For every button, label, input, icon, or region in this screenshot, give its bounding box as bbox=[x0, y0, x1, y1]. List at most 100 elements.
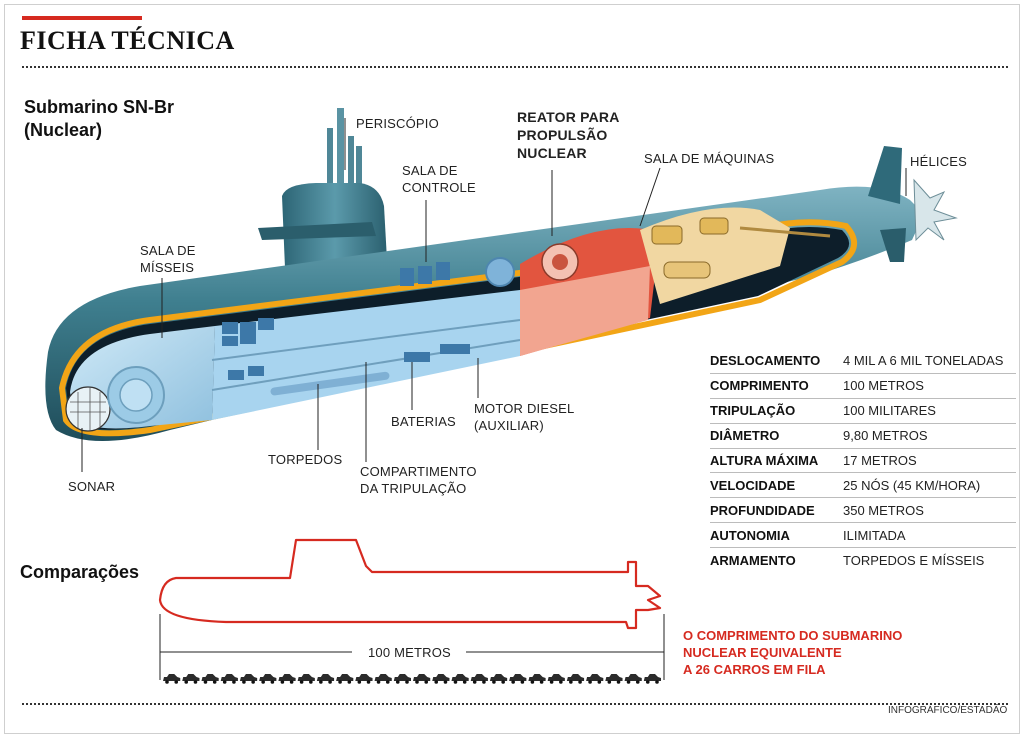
car-icon bbox=[374, 674, 392, 681]
car-wheel bbox=[539, 680, 544, 684]
submarine-title-line2: (Nuclear) bbox=[24, 120, 103, 140]
tail-fin-top bbox=[868, 146, 902, 204]
car-icon bbox=[489, 674, 508, 681]
spec-key: ALTURA MÁXIMA bbox=[710, 453, 819, 468]
spec-key: VELOCIDADE bbox=[710, 477, 796, 493]
car-wheel bbox=[280, 680, 285, 684]
spec-key: PROFUNDIDADE bbox=[710, 502, 815, 518]
car-wheel bbox=[376, 680, 381, 684]
car-wheel bbox=[453, 680, 458, 684]
car-wheel bbox=[203, 680, 208, 684]
car-wheel bbox=[405, 680, 409, 684]
label-reator: REATOR PARA PROPULSÃO NUCLEAR bbox=[517, 108, 620, 162]
car-wheel bbox=[443, 680, 448, 684]
label-baterias: BATERIAS bbox=[391, 414, 456, 429]
car-wheel bbox=[645, 680, 650, 684]
car-icon bbox=[509, 674, 527, 681]
car-wheel bbox=[309, 680, 313, 684]
car-wheel bbox=[549, 680, 554, 684]
car-wheel bbox=[251, 680, 255, 684]
car-wheel bbox=[501, 680, 505, 684]
comparison-title: Comparações bbox=[20, 562, 140, 582]
car-wheel bbox=[193, 680, 198, 684]
car-wheel bbox=[328, 680, 332, 684]
car-icon bbox=[624, 674, 642, 681]
spec-value: 17 METROS bbox=[843, 453, 917, 468]
car-icon bbox=[316, 674, 335, 681]
spec-key: DESLOCAMENTO bbox=[710, 353, 821, 369]
spec-key: TRIPULAÇÃO bbox=[710, 403, 796, 419]
car-icon bbox=[239, 674, 258, 681]
submarine-title: Submarino SN-Br (Nuclear) bbox=[24, 96, 174, 142]
car-icon bbox=[182, 674, 200, 681]
credit: INFOGRÁFICO/ESTADÃO bbox=[888, 705, 1008, 716]
propeller bbox=[913, 178, 958, 242]
spec-value: ILIMITADA bbox=[843, 527, 906, 543]
car-wheel bbox=[424, 680, 429, 684]
label-compartimento-line2: DA TRIPULAÇÃO bbox=[360, 481, 467, 496]
comparison-note-line3: A 26 CARROS EM FILA bbox=[683, 662, 826, 677]
car-row bbox=[163, 674, 661, 684]
car-icon bbox=[413, 674, 431, 681]
spec-key: AUTONOMIA bbox=[710, 527, 790, 543]
car-wheel bbox=[626, 680, 631, 684]
label-reator-line1: REATOR PARA bbox=[517, 109, 620, 125]
page-title: FICHA TÉCNICA bbox=[20, 26, 235, 55]
comparison-note-line1: O COMPRIMENTO DO SUBMARINO bbox=[683, 628, 903, 643]
car-icon bbox=[586, 674, 604, 681]
submarine-title-line1: Submarino SN-Br bbox=[24, 97, 175, 117]
car-wheel bbox=[242, 680, 246, 684]
car-wheel bbox=[222, 680, 227, 684]
car-wheel bbox=[530, 680, 535, 684]
spec-row: VELOCIDADE 25 NÓS (45 KM/HORA) bbox=[710, 473, 1016, 499]
car-wheel bbox=[482, 680, 486, 684]
spec-value: TORPEDOS E MÍSSEIS bbox=[843, 553, 985, 569]
car-wheel bbox=[492, 680, 496, 684]
car-wheel bbox=[462, 680, 467, 684]
car-wheel bbox=[357, 680, 362, 684]
car-wheel bbox=[347, 680, 352, 684]
spec-row: PROFUNDIDADE 350 METROS bbox=[710, 498, 1016, 524]
periscope-masts bbox=[327, 108, 362, 188]
car-wheel bbox=[511, 680, 515, 684]
spec-value: 350 METROS bbox=[843, 502, 924, 518]
car-wheel bbox=[597, 680, 602, 684]
car-icon bbox=[278, 674, 296, 681]
car-icon bbox=[451, 674, 469, 681]
car-wheel bbox=[415, 680, 419, 684]
car-wheel bbox=[635, 680, 640, 684]
car-wheel bbox=[569, 680, 573, 684]
car-icon bbox=[643, 674, 661, 681]
car-icon bbox=[528, 674, 546, 681]
spec-value: 25 NÓS (45 KM/HORA) bbox=[843, 477, 981, 493]
car-wheel bbox=[472, 680, 477, 684]
car-wheel bbox=[338, 680, 342, 684]
comparison-note: O COMPRIMENTO DO SUBMARINO NUCLEAR EQUIV… bbox=[683, 627, 902, 678]
label-sala-controle-line1: SALA DE bbox=[402, 163, 458, 178]
car-wheel bbox=[616, 680, 621, 684]
label-compartimento: COMPARTIMENTO DA TRIPULAÇÃO bbox=[360, 463, 477, 497]
bottom-dotted-divider bbox=[22, 703, 1008, 705]
label-sala-misseis-line2: MÍSSEIS bbox=[140, 260, 195, 275]
label-sala-misseis-line1: SALA DE bbox=[140, 243, 196, 258]
length-label: 100 METROS bbox=[368, 645, 451, 660]
label-periscopio: PERISCÓPIO bbox=[356, 116, 439, 131]
top-dotted-divider bbox=[22, 66, 1008, 68]
car-wheel bbox=[261, 680, 265, 684]
comparison-note-line2: NUCLEAR EQUIVALENTE bbox=[683, 645, 842, 660]
submarine-outline bbox=[158, 538, 662, 630]
car-icon bbox=[605, 674, 623, 681]
car-icon bbox=[297, 674, 315, 681]
label-sala-misseis: SALA DE MÍSSEIS bbox=[140, 242, 196, 276]
spec-value: 100 METROS bbox=[843, 378, 924, 394]
car-wheel bbox=[434, 680, 439, 684]
car-wheel bbox=[299, 680, 304, 684]
car-wheel bbox=[559, 680, 563, 684]
car-icon bbox=[547, 674, 565, 681]
label-reator-line2: PROPULSÃO bbox=[517, 127, 608, 143]
car-wheel bbox=[607, 680, 612, 684]
car-wheel bbox=[232, 680, 236, 684]
